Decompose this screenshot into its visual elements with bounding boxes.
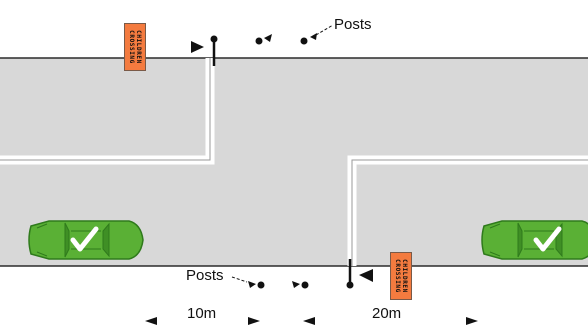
arrow-icon — [292, 281, 300, 288]
arrow-icon — [248, 317, 260, 325]
car-icon — [481, 220, 588, 260]
post-icon — [300, 37, 308, 45]
posts-label-bottom: Posts — [186, 267, 224, 284]
checkmark-icon — [533, 226, 562, 252]
arrow-icon — [191, 41, 204, 53]
arrow-icon — [310, 33, 317, 40]
distance-markers — [145, 317, 478, 325]
distance-label-20m: 20m — [372, 305, 402, 322]
sign-text: CHILDREN CROSSING — [128, 30, 142, 64]
posts-pointer-top — [315, 24, 334, 36]
top-sign-assembly — [191, 24, 334, 66]
posts-label-top: Posts — [334, 16, 372, 33]
post-icon — [255, 37, 263, 45]
crossing-line-2-outline — [351, 159, 588, 266]
post-icon — [210, 35, 218, 43]
crossing-line-outline — [0, 58, 211, 161]
arrow-icon — [145, 317, 157, 325]
post-icon — [301, 281, 309, 289]
checkmark-icon — [70, 226, 99, 252]
arrow-icon — [359, 269, 373, 282]
arrow-icon — [264, 34, 272, 42]
post-icon — [257, 281, 265, 289]
arrow-icon — [248, 281, 256, 288]
arrow-icon — [466, 317, 478, 325]
posts-pointer-bottom — [231, 276, 248, 283]
distance-label-10m: 10m — [187, 305, 217, 322]
children-crossing-sign-top: CHILDREN CROSSING — [124, 23, 146, 71]
bottom-sign-assembly — [231, 259, 373, 289]
sign-text: CHILDREN CROSSING — [394, 259, 408, 293]
arrow-icon — [303, 317, 315, 325]
children-crossing-sign-bottom: CHILDREN CROSSING — [390, 252, 412, 300]
post-icon — [346, 281, 354, 289]
car-icon — [28, 220, 144, 260]
